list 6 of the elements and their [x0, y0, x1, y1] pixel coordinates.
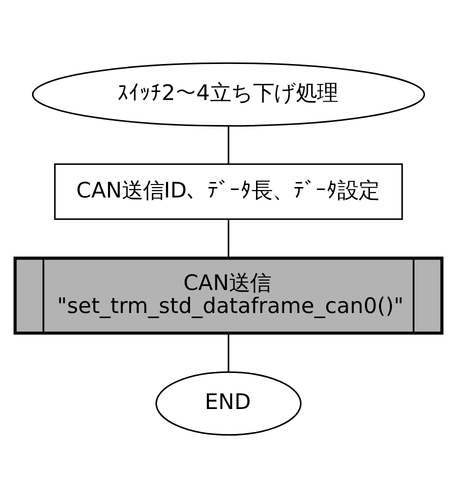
connector: [228, 126, 230, 164]
connector: [228, 334, 230, 372]
node-ellipse: ｽｲｯﾁ2～4立ち下げ処理: [32, 62, 426, 126]
connector: [228, 219, 230, 257]
node-box: CAN送信ID、ﾃﾞｰﾀ長、ﾃﾞｰﾀ設定: [54, 162, 403, 220]
node-ellipse: END: [155, 370, 302, 436]
